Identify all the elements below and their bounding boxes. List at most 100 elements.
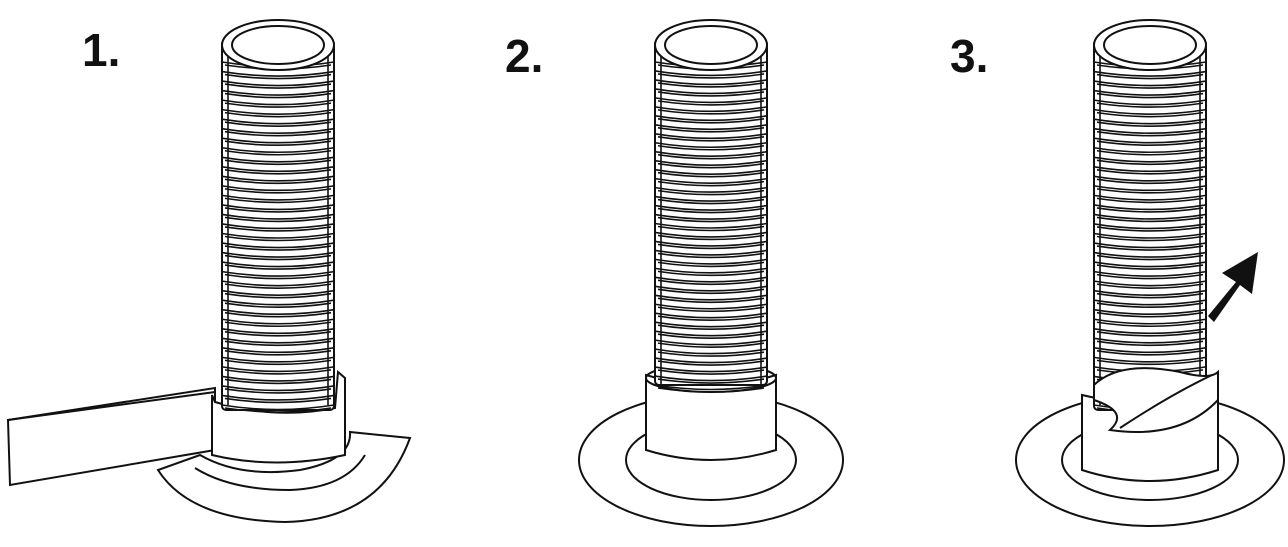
bolt-thread-ring	[224, 73, 332, 80]
bolt-thread-ring	[657, 100, 765, 106]
bolt-thread-ring	[1096, 226, 1204, 232]
step-3-bolt	[1093, 19, 1207, 413]
bolt-thread-ring	[654, 79, 768, 86]
bolt-thread-ring	[1096, 283, 1204, 289]
bolt-thread-ring	[221, 108, 335, 115]
bolt-thread-ring	[657, 198, 765, 205]
bolt-thread-ring	[1096, 197, 1204, 204]
bolt-thread-ring	[1093, 99, 1207, 106]
bolt-thread-ring	[224, 226, 332, 232]
bolt-thread-ring	[657, 234, 765, 241]
bolt-thread-ring	[224, 188, 332, 194]
bolt-thread-ring	[1096, 302, 1204, 308]
bolt-thread-ring	[1093, 347, 1207, 354]
bolt-thread-ring	[654, 195, 768, 202]
bolt-thread-ring	[657, 387, 765, 393]
bolt-thread-ring	[224, 359, 332, 366]
step-1-bolt	[221, 19, 335, 413]
bolt-thread-ring	[1096, 359, 1204, 366]
bolt-thread-ring	[1096, 321, 1204, 328]
bolt-thread-ring	[657, 333, 765, 339]
bolt-thread-ring	[221, 137, 335, 144]
bolt-thread-ring	[654, 132, 768, 140]
bolt-thread-ring	[654, 375, 768, 382]
bolt-thread-ring	[224, 321, 332, 328]
bolt-thread-ring	[1093, 308, 1207, 315]
bolt-thread-ring	[657, 144, 765, 151]
bolt-thread-ring	[654, 339, 768, 346]
bolt-thread-ring	[654, 141, 768, 149]
bolt-thread-ring	[1096, 159, 1204, 166]
bolt-thread-ring	[1096, 264, 1204, 270]
bolt-thread-ring	[654, 115, 768, 122]
bolt-thread-ring	[657, 207, 765, 214]
bolt-thread-ring	[1093, 261, 1207, 268]
step-3-bolt-top-outer	[1093, 19, 1207, 71]
bolt-thread-ring	[224, 159, 332, 166]
bolt-thread-ring	[1093, 80, 1207, 87]
step-1-illustration	[6, 19, 412, 524]
bolt-thread-ring	[221, 156, 335, 163]
bolt-thread-ring	[221, 404, 335, 411]
bolt-thread-ring	[224, 216, 332, 223]
bolt-thread-ring	[654, 159, 768, 166]
bolt-thread-ring	[1096, 245, 1204, 251]
bolt-thread-ring	[657, 216, 765, 223]
bolt-thread-ring	[224, 149, 332, 156]
bolt-thread-ring	[1093, 185, 1207, 192]
bolt-thread-ring	[221, 146, 335, 154]
bolt-thread-ring	[1096, 254, 1204, 261]
bolt-thread-ring	[1093, 232, 1207, 239]
bolt-thread-ring	[654, 97, 768, 104]
bolt-thread-ring	[224, 388, 332, 394]
bolt-thread-ring	[654, 222, 768, 229]
bolt-thread-ring	[221, 232, 335, 239]
step-3-bolt-top-inner	[1103, 25, 1197, 65]
bolt-thread-ring	[654, 303, 768, 310]
bolt-thread-ring	[224, 102, 332, 108]
bolt-thread-ring	[657, 315, 765, 321]
bolt-thread-ring	[1093, 118, 1207, 125]
bolt-thread-ring	[224, 245, 332, 251]
bolt-thread-ring	[221, 175, 335, 182]
bolt-thread-ring	[224, 292, 332, 299]
bolt-thread-ring	[657, 306, 765, 313]
bolt-thread-ring	[221, 347, 335, 354]
bolt-thread-ring	[657, 91, 765, 97]
bolt-thread-ring	[1093, 223, 1207, 230]
bolt-thread-ring	[1096, 73, 1204, 80]
bolt-thread-ring	[224, 197, 332, 204]
bolt-thread-ring	[657, 109, 765, 115]
bolt-thread-ring	[657, 243, 765, 250]
bolt-thread-ring	[224, 264, 332, 270]
bolt-thread-ring	[224, 283, 332, 289]
bolt-thread-ring	[654, 177, 768, 184]
step-3-label: 3.	[950, 30, 988, 82]
bolt-thread-ring	[657, 189, 765, 196]
step-2-bolt-top-inner	[664, 25, 758, 65]
bolt-thread-ring	[1096, 140, 1204, 146]
bolt-thread-ring	[657, 135, 765, 142]
bolt-thread-ring	[657, 297, 765, 304]
bolt-thread-ring	[224, 111, 332, 118]
step-2-illustration	[578, 19, 844, 527]
step-1-bolt-top-inner	[231, 25, 325, 65]
bolt-thread-ring	[224, 235, 332, 242]
bolt-thread-ring	[221, 299, 335, 306]
bolt-thread-ring	[221, 261, 335, 268]
bolt-thread-ring	[654, 124, 768, 131]
bolt-thread-ring	[654, 70, 768, 77]
bolt-thread-ring	[221, 375, 335, 382]
bolt-thread-ring	[654, 294, 768, 301]
bolt-thread-ring	[221, 318, 335, 325]
step-2-label: 2.	[505, 30, 543, 82]
bolt-thread-ring	[654, 312, 768, 319]
bolt-thread-ring	[224, 254, 332, 261]
step-1-bolt-top-outer	[221, 19, 335, 71]
bolt-thread-ring	[1096, 188, 1204, 194]
bolt-thread-ring	[221, 366, 335, 373]
bolt-thread-ring	[1093, 318, 1207, 325]
bolt-thread-ring	[1096, 292, 1204, 299]
bolt-thread-ring	[654, 330, 768, 337]
bolt-thread-ring	[221, 242, 335, 249]
